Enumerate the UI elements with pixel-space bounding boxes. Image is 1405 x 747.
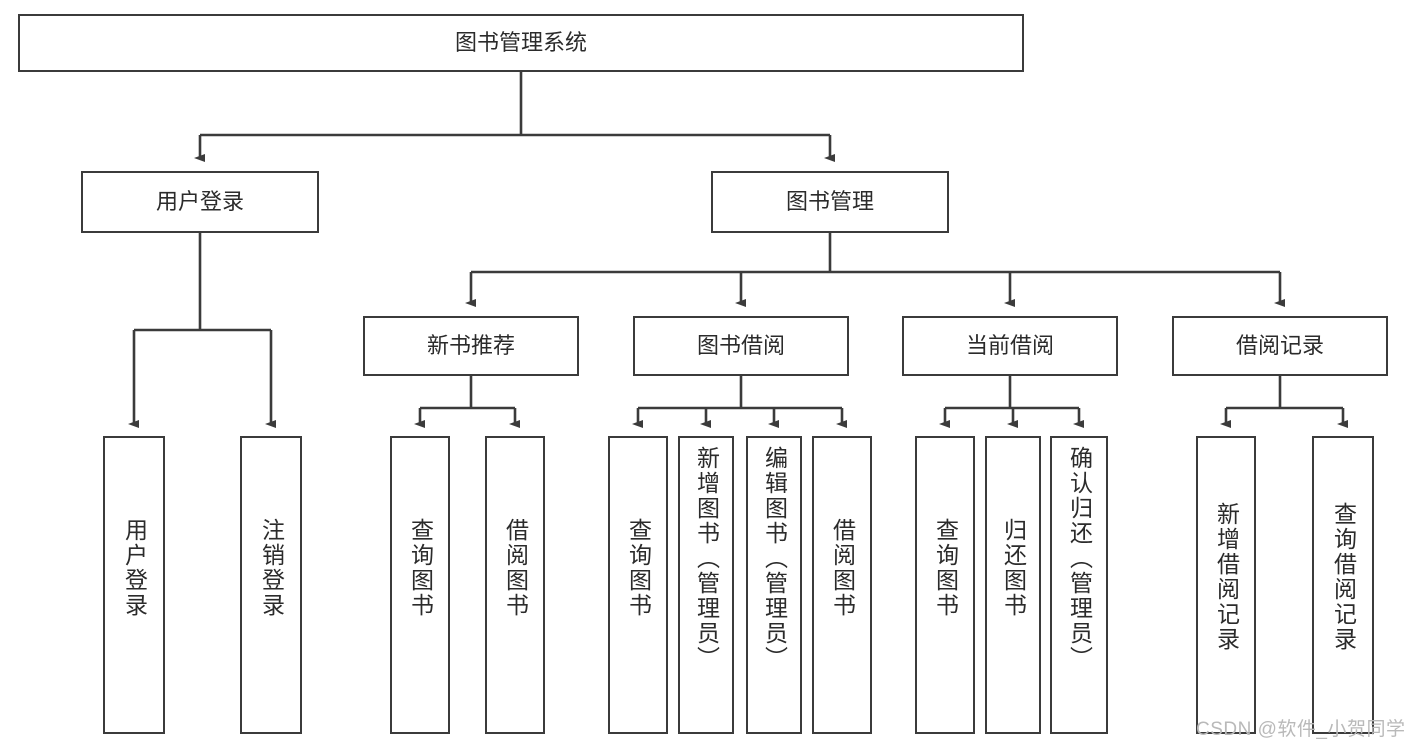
node-leaf-1[interactable]: 用户登录 (103, 436, 165, 734)
node-leaf-3-label: 查询图书 (407, 518, 434, 618)
node-leaf-4-label: 借阅图书 (502, 518, 529, 618)
node-leaf-7[interactable]: 编辑图书（管理员） (746, 436, 802, 734)
node-leaf-6-label: 新增图书（管理员） (693, 446, 720, 671)
node-root-label: 图书管理系统 (454, 30, 587, 56)
node-leaf-10[interactable]: 归还图书 (985, 436, 1041, 734)
node-leaf-5[interactable]: 查询图书 (608, 436, 668, 734)
node-level2-2[interactable]: 图书管理 (711, 171, 949, 233)
node-leaf-2[interactable]: 注销登录 (240, 436, 302, 734)
node-level3-2-label: 图书借阅 (696, 333, 785, 359)
node-leaf-13[interactable]: 查询借阅记录 (1312, 436, 1374, 734)
node-leaf-8[interactable]: 借阅图书 (812, 436, 872, 734)
node-leaf-11[interactable]: 确认归还（管理员） (1050, 436, 1108, 734)
node-level3-3[interactable]: 当前借阅 (902, 316, 1118, 376)
node-level2-2-label: 图书管理 (785, 189, 874, 215)
node-level3-2[interactable]: 图书借阅 (633, 316, 849, 376)
node-leaf-13-label: 查询借阅记录 (1330, 502, 1357, 652)
node-level2-1[interactable]: 用户登录 (81, 171, 319, 233)
node-root[interactable]: 图书管理系统 (18, 14, 1024, 72)
node-leaf-12-label: 新增借阅记录 (1213, 502, 1240, 652)
node-level3-3-label: 当前借阅 (965, 333, 1054, 359)
node-leaf-11-label: 确认归还（管理员） (1066, 446, 1093, 671)
node-leaf-1-label: 用户登录 (121, 518, 148, 618)
node-level2-1-label: 用户登录 (155, 189, 244, 215)
csdn-watermark: CSDN @软件_小贺同学 (1196, 719, 1405, 740)
node-leaf-7-label: 编辑图书（管理员） (761, 446, 788, 671)
node-level3-1[interactable]: 新书推荐 (363, 316, 579, 376)
node-leaf-5-label: 查询图书 (625, 518, 652, 618)
node-leaf-8-label: 借阅图书 (829, 518, 856, 618)
node-leaf-12[interactable]: 新增借阅记录 (1196, 436, 1256, 734)
node-leaf-2-label: 注销登录 (258, 518, 285, 618)
node-level3-4-label: 借阅记录 (1235, 333, 1324, 359)
node-level3-1-label: 新书推荐 (426, 333, 515, 359)
node-level3-4[interactable]: 借阅记录 (1172, 316, 1388, 376)
node-leaf-3[interactable]: 查询图书 (390, 436, 450, 734)
node-leaf-9[interactable]: 查询图书 (915, 436, 975, 734)
node-leaf-6[interactable]: 新增图书（管理员） (678, 436, 734, 734)
node-leaf-9-label: 查询图书 (932, 518, 959, 618)
node-leaf-4[interactable]: 借阅图书 (485, 436, 545, 734)
node-leaf-10-label: 归还图书 (1000, 518, 1027, 618)
